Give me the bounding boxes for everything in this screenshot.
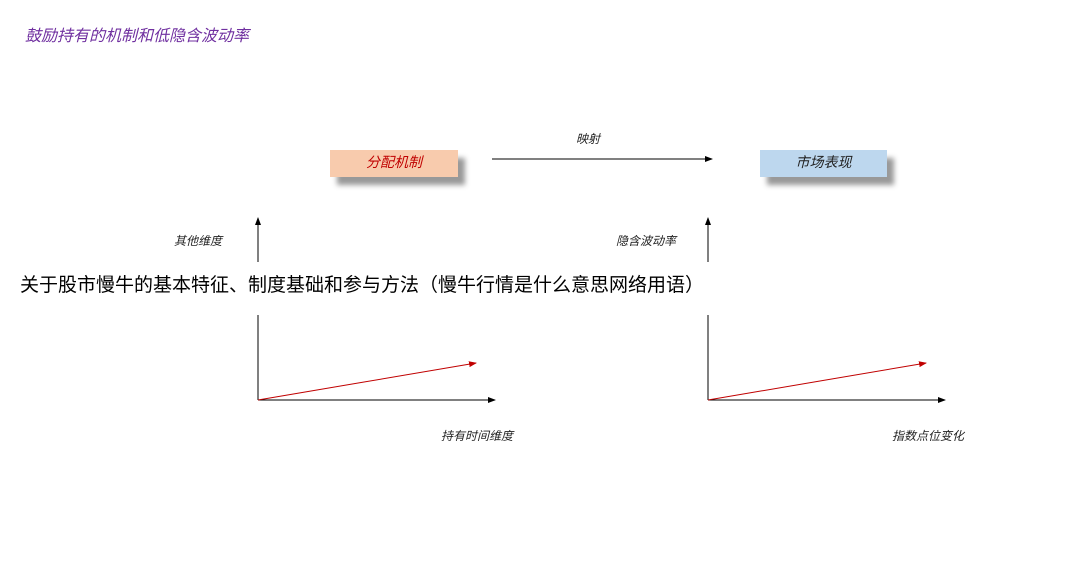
left-y-label: 其他维度 — [174, 234, 223, 248]
allocation-mechanism-box: 分配机制 — [330, 150, 458, 177]
left-x-label: 持有时间维度 — [441, 429, 514, 443]
slide-title: 鼓励持有的机制和低隐含波动率 — [25, 26, 250, 45]
overlay-caption: 关于股市慢牛的基本特征、制度基础和参与方法（慢牛行情是什么意思网络用语） — [20, 262, 711, 315]
left-trend-line — [257, 361, 477, 401]
market-performance-box: 市场表现 — [760, 150, 887, 177]
right-x-label: 指数点位变化 — [892, 429, 965, 443]
mapping-label: 映射 — [576, 132, 601, 146]
right-trend-line — [707, 361, 927, 401]
right-y-label: 隐含波动率 — [616, 234, 677, 248]
